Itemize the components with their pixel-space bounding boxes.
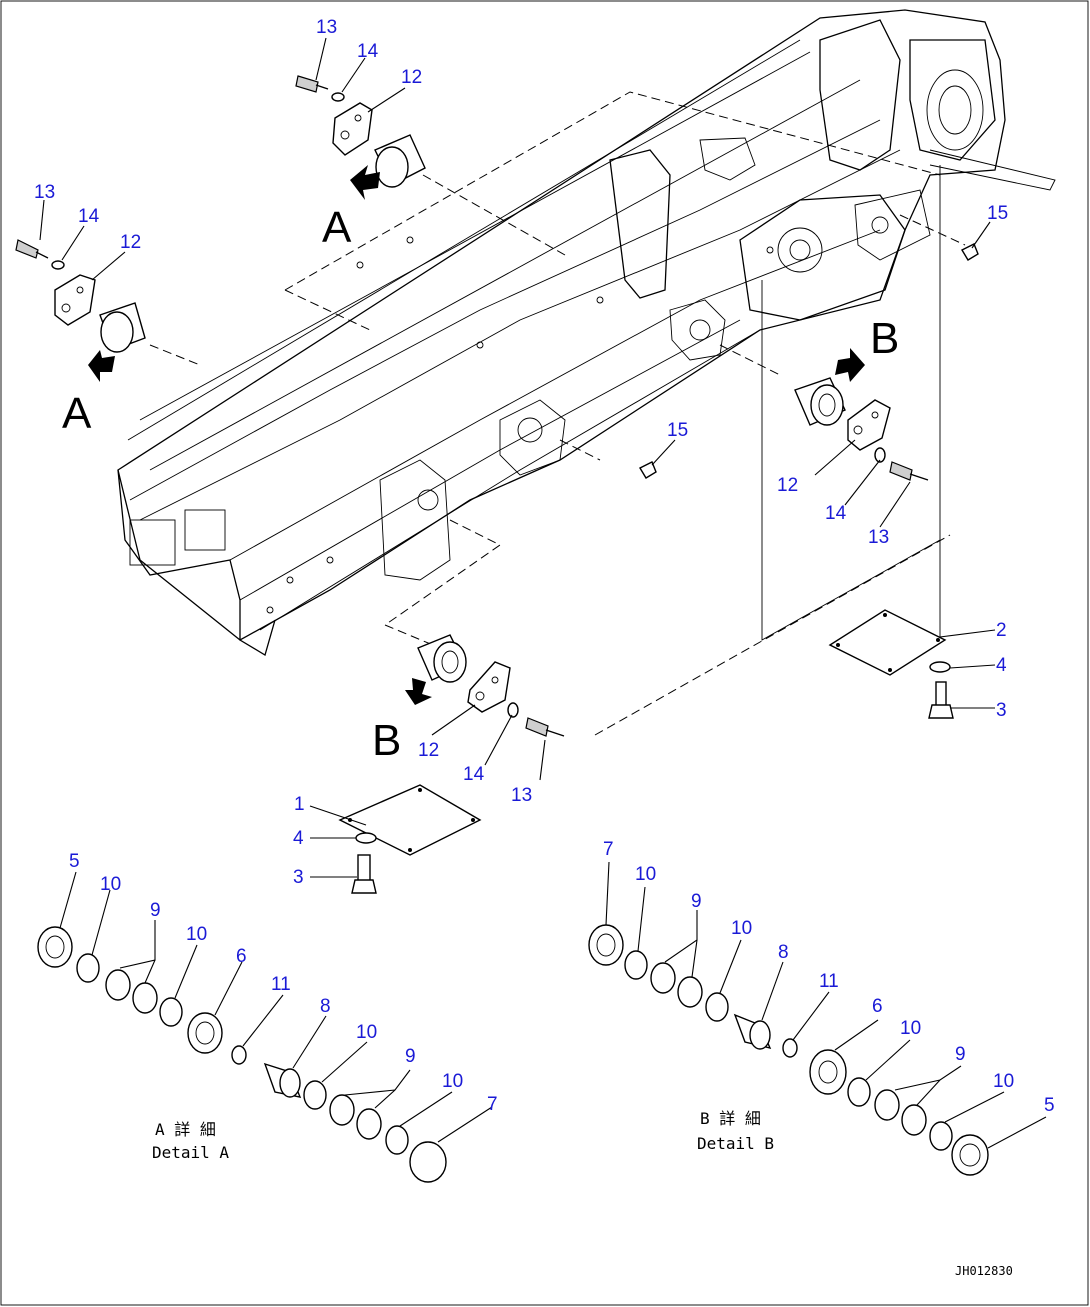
callout-8: 8 xyxy=(778,942,789,963)
callout-9: 9 xyxy=(691,891,702,912)
callout-14: 14 xyxy=(357,41,379,62)
view-letters: A A B B xyxy=(62,203,899,765)
plate-2 xyxy=(828,609,947,676)
view-letter-b-lower: B xyxy=(372,716,401,765)
view-letter-a-top: A xyxy=(322,203,352,252)
plate-1 xyxy=(338,784,482,856)
view-letter-a-left: A xyxy=(62,389,92,438)
callout-12: 12 xyxy=(418,740,439,761)
callout-10: 10 xyxy=(731,918,752,939)
callout-9: 9 xyxy=(955,1044,966,1065)
callout-8: 8 xyxy=(320,996,331,1017)
callout-15: 15 xyxy=(667,420,688,441)
washer-4-right xyxy=(929,661,951,673)
callout-10: 10 xyxy=(100,874,121,895)
assembly-a-left xyxy=(15,239,146,382)
plug-15-front xyxy=(961,243,979,261)
phantom-lines xyxy=(149,91,966,736)
callout-3: 3 xyxy=(996,700,1007,721)
callout-12: 12 xyxy=(401,67,422,88)
callout-13: 13 xyxy=(511,785,532,806)
callout-6: 6 xyxy=(236,946,247,967)
track-frame-body xyxy=(117,9,1056,656)
assembly-a-top xyxy=(295,75,426,200)
callout-14: 14 xyxy=(463,764,485,785)
callout-14: 14 xyxy=(78,206,100,227)
callout-11: 11 xyxy=(819,971,839,992)
callout-7: 7 xyxy=(487,1094,498,1115)
bolt-3-lower xyxy=(351,854,377,894)
bolt-3-right xyxy=(928,681,954,719)
callout-14: 14 xyxy=(825,503,847,524)
callout-10: 10 xyxy=(186,924,207,945)
callout-5: 5 xyxy=(1044,1095,1055,1116)
detail-a-parts xyxy=(37,926,447,1183)
callout-9: 9 xyxy=(405,1046,416,1067)
detail-captions: A 詳 細 Detail A B 詳 細 Detail B xyxy=(152,1109,774,1162)
drawing-code: JH012830 xyxy=(955,1264,1013,1278)
view-letter-b-right: B xyxy=(870,314,899,363)
callout-9: 9 xyxy=(150,900,161,921)
callout-4: 4 xyxy=(996,655,1007,676)
callout-10: 10 xyxy=(356,1022,377,1043)
callout-10: 10 xyxy=(635,864,656,885)
callout-13: 13 xyxy=(316,17,337,38)
assembly-b-right xyxy=(794,348,929,481)
leader-lines xyxy=(39,37,1047,1149)
callout-4: 4 xyxy=(293,828,304,849)
detail-b-caption-en: Detail B xyxy=(697,1134,774,1153)
callout-7: 7 xyxy=(603,839,614,860)
washer-4-lower xyxy=(355,832,377,844)
callout-15: 15 xyxy=(987,203,1008,224)
detail-b-parts xyxy=(588,924,989,1176)
callout-13: 13 xyxy=(868,527,889,548)
callout-5: 5 xyxy=(69,851,80,872)
callout-12: 12 xyxy=(120,232,141,253)
detail-a-caption-en: Detail A xyxy=(152,1143,229,1162)
callout-11: 11 xyxy=(271,974,291,995)
callout-10: 10 xyxy=(900,1018,921,1039)
callout-10: 10 xyxy=(442,1071,463,1092)
callout-12: 12 xyxy=(777,475,798,496)
plug-15-center xyxy=(639,461,657,479)
callout-6: 6 xyxy=(872,996,883,1017)
callout-3: 3 xyxy=(293,867,304,888)
callout-2: 2 xyxy=(996,620,1007,641)
detail-a-caption-jp: A 詳 細 xyxy=(155,1120,216,1139)
callout-1: 1 xyxy=(294,794,305,815)
callout-labels: 13 14 12 13 14 12 15 15 12 14 13 12 14 1… xyxy=(34,17,1055,1116)
callout-10: 10 xyxy=(993,1071,1014,1092)
detail-b-caption-jp: B 詳 細 xyxy=(700,1109,761,1128)
assembly-b-lower xyxy=(405,634,565,737)
callout-13: 13 xyxy=(34,182,55,203)
